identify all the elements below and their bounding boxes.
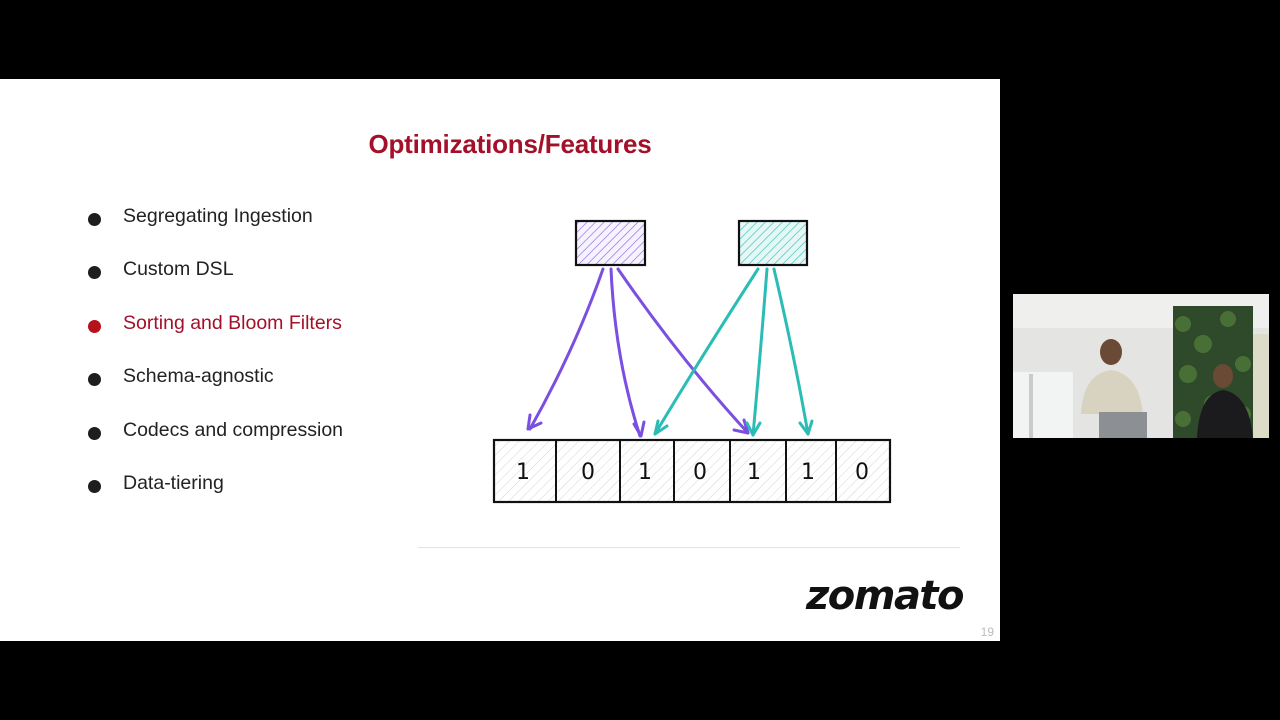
zomato-logo: zomato [806, 573, 965, 619]
hash-arrows-teal [653, 267, 814, 437]
bullet-dot-icon [88, 319, 101, 333]
bit-cell: 1 [747, 460, 761, 485]
bullet-list: Segregating Ingestion Custom DSL Sorting… [88, 205, 343, 525]
bit-array: 1 0 1 0 1 1 0 [492, 438, 892, 504]
bullet-item: Data-tiering [88, 472, 343, 525]
element-box-purple [574, 219, 647, 267]
slide-divider [418, 547, 960, 548]
slide-title: Optimizations/Features [368, 129, 652, 159]
bullet-dot-icon [88, 479, 101, 493]
bit-cell: 0 [693, 460, 707, 485]
speaker-video-image [1013, 294, 1269, 438]
bullet-item-active: Sorting and Bloom Filters [88, 312, 343, 365]
bullet-dot-icon [88, 426, 101, 440]
bit-cell: 1 [801, 460, 815, 485]
bullet-item: Codecs and compression [88, 419, 343, 472]
presentation-slide: Optimizations/Features Segregating Inges… [0, 79, 1000, 641]
bit-cell: 0 [855, 460, 869, 485]
bit-cell: 1 [638, 460, 652, 485]
bullet-item: Segregating Ingestion [88, 205, 343, 258]
element-box-teal [737, 219, 809, 267]
bit-cell: 1 [516, 460, 530, 485]
bullet-dot-icon [88, 266, 101, 280]
hash-arrows-purple [526, 267, 750, 438]
bullet-item: Schema-agnostic [88, 365, 343, 418]
bullet-dot-icon [88, 373, 101, 387]
page-number: 19 [980, 625, 994, 639]
bloom-filter-diagram: 1 0 1 0 1 1 0 [492, 219, 892, 504]
bit-cell: 0 [581, 460, 595, 485]
bullet-item: Custom DSL [88, 258, 343, 311]
speaker-video-feed [1013, 294, 1269, 438]
bullet-dot-icon [88, 213, 101, 226]
